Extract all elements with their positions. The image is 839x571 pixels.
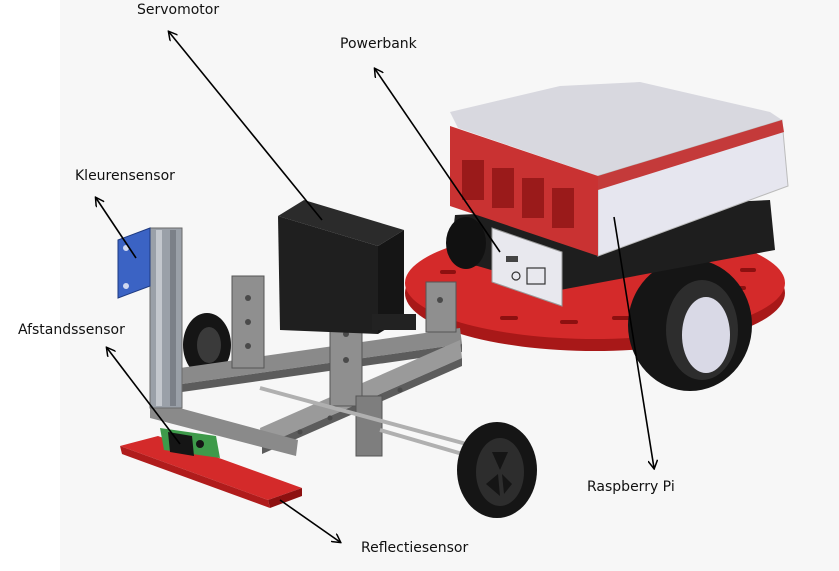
kleurensensor-label: Kleurensensor bbox=[75, 168, 175, 184]
margin-strip bbox=[0, 0, 60, 571]
powerbank bbox=[491, 227, 563, 307]
raspberry-pi-label: Raspberry Pi bbox=[587, 479, 675, 495]
color-sensor bbox=[117, 227, 151, 299]
servomotor-arrow bbox=[169, 32, 323, 221]
aluminium-frame bbox=[149, 227, 491, 464]
rear-left-wheel bbox=[183, 313, 231, 377]
reflection-sensor bbox=[120, 436, 302, 508]
reflectiesensor-label: Reflectiesensor bbox=[361, 540, 469, 556]
kleurensensor-arrow bbox=[96, 198, 137, 259]
callout-arrows bbox=[96, 32, 654, 542]
front-caster-wheel bbox=[457, 422, 537, 518]
right-drive-wheel bbox=[628, 259, 752, 391]
raspberry-pi-case bbox=[450, 82, 789, 257]
powerbank-arrow bbox=[375, 69, 501, 253]
afstandssensor-label: Afstandssensor bbox=[18, 322, 125, 338]
afstandssensor-arrow bbox=[107, 348, 181, 445]
reflectiesensor-arrow bbox=[279, 499, 340, 542]
raspberry-pi-arrow bbox=[613, 216, 654, 468]
servomotor-label: Servomotor bbox=[137, 2, 220, 18]
servomotor bbox=[278, 200, 416, 334]
powerbank-label: Powerbank bbox=[340, 36, 417, 52]
